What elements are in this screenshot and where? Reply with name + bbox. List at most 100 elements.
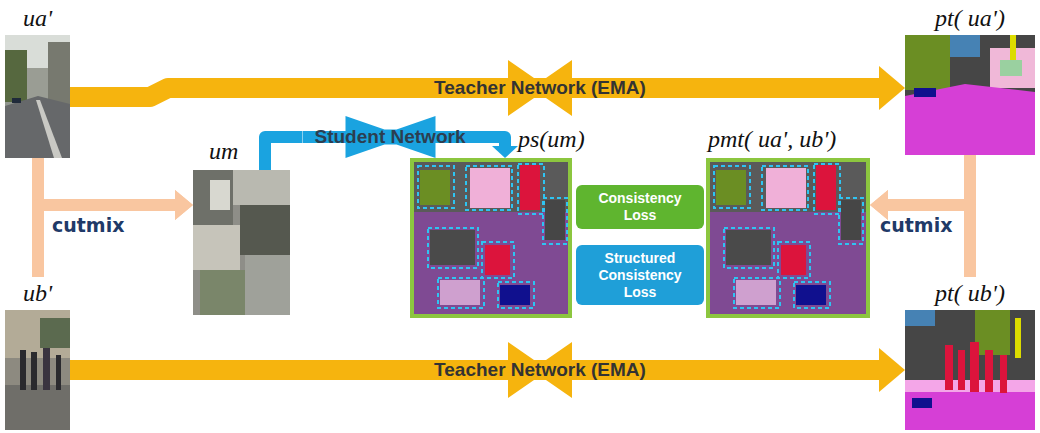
cutmix-box <box>778 242 810 278</box>
prediction-image: pt( ub') <box>905 277 1035 430</box>
cutmix-box <box>518 164 544 214</box>
segmentation-map <box>905 392 1035 430</box>
cutmix-box <box>724 228 774 268</box>
student-prediction <box>545 200 565 240</box>
prediction-image: pt( ua') <box>905 2 1035 155</box>
flow-arrow <box>478 137 506 146</box>
image-area <box>5 310 70 430</box>
street-photo <box>31 352 37 390</box>
teacher-mixed-prediction <box>841 200 861 240</box>
street-photo <box>20 350 26 390</box>
cutmix-box <box>839 198 863 244</box>
image-label: um <box>209 136 238 166</box>
flow-arrow <box>38 158 175 205</box>
segmentation-map <box>975 310 1010 355</box>
teacher-network: Teacher Network (EMA) <box>422 60 658 116</box>
segmentation-map <box>905 35 950 90</box>
segmentation-map <box>905 310 1035 430</box>
flow-arrow <box>38 205 175 277</box>
segmentation-map <box>905 35 1035 155</box>
student-prediction <box>500 285 530 305</box>
image-label: ua' <box>5 2 70 35</box>
street-photo <box>5 310 70 430</box>
loss-label: Structured Consistency Loss <box>582 250 698 300</box>
segmentation-map <box>905 84 1035 155</box>
mixed-photo <box>233 170 290 205</box>
cutmix-box <box>714 164 863 308</box>
student-prediction <box>414 162 568 314</box>
mixed-photo <box>210 180 230 210</box>
street-photo <box>5 35 70 158</box>
input-image: ua' <box>5 2 70 158</box>
student-network: Student Network <box>303 116 478 158</box>
prediction-image: ps(um) <box>410 158 572 318</box>
street-photo <box>5 310 70 358</box>
cutmix-box <box>543 198 567 244</box>
segmentation-map <box>958 350 965 390</box>
mixed-photo <box>193 225 240 270</box>
student-prediction <box>520 165 540 210</box>
teacher-network: Teacher Network (EMA) <box>422 342 658 398</box>
segmentation-map <box>970 342 979 392</box>
segmentation-map <box>905 310 935 326</box>
image-label: ub' <box>5 277 70 310</box>
network-label: Teacher Network (EMA) <box>422 342 658 398</box>
image-area <box>905 310 1035 430</box>
street-photo <box>5 50 27 102</box>
street-photo <box>56 355 61 390</box>
segmentation-map <box>1015 318 1021 358</box>
street-photo <box>40 318 70 348</box>
teacher-mixed-prediction <box>710 162 866 314</box>
edge-label: cutmix <box>880 214 952 236</box>
edge-label: cutmix <box>52 214 124 236</box>
mixed-photo <box>193 170 233 225</box>
student-prediction <box>414 162 568 314</box>
loss-box: Structured Consistency Loss <box>576 245 704 305</box>
street-photo <box>5 35 70 158</box>
segmentation-map <box>912 398 932 408</box>
cutmix-box <box>418 164 567 308</box>
mixed-photo <box>200 270 245 315</box>
cutmix-box <box>794 282 830 308</box>
flow-arrow <box>658 78 879 98</box>
image-label: pt( ua') <box>905 2 1035 35</box>
input-image: ub' <box>5 277 70 430</box>
cutmix-box <box>428 228 478 268</box>
mixed-photo <box>193 170 290 315</box>
street-photo <box>12 98 21 103</box>
street-photo <box>48 42 70 104</box>
cutmix-box <box>418 166 454 208</box>
mixed-photo <box>193 170 290 315</box>
segmentation-map <box>905 310 1035 430</box>
street-photo <box>5 310 70 430</box>
cutmix-box <box>734 278 780 308</box>
image-area <box>905 35 1035 155</box>
segmentation-map <box>985 350 993 392</box>
segmentation-map <box>950 35 980 57</box>
street-photo <box>27 68 48 100</box>
prediction-image: pmt( ua', ub') <box>706 158 870 318</box>
network-label: Student Network <box>303 116 478 158</box>
teacher-mixed-prediction <box>816 165 836 210</box>
cutmix-box <box>438 278 484 308</box>
teacher-mixed-prediction <box>796 285 826 305</box>
loss-label: Consistency Loss <box>582 190 698 224</box>
segmentation-map <box>1000 355 1007 393</box>
cutmix-box <box>482 242 514 278</box>
teacher-mixed-prediction <box>726 230 771 265</box>
teacher-mixed-prediction <box>736 280 776 305</box>
network-label: Teacher Network (EMA) <box>422 60 658 116</box>
image-label: pmt( ua', ub') <box>708 124 836 154</box>
flow-arrow <box>658 360 879 380</box>
image-label: pt( ub') <box>905 277 1035 310</box>
street-photo <box>5 96 70 158</box>
mixed-photo <box>245 255 290 315</box>
flow-arrow <box>265 137 303 170</box>
segmentation-map <box>945 345 953 390</box>
segmentation-map <box>905 35 1035 155</box>
image-area <box>5 35 70 158</box>
flow-arrow <box>70 360 422 380</box>
loss-box: Consistency Loss <box>576 185 704 229</box>
teacher-mixed-prediction <box>710 162 866 314</box>
